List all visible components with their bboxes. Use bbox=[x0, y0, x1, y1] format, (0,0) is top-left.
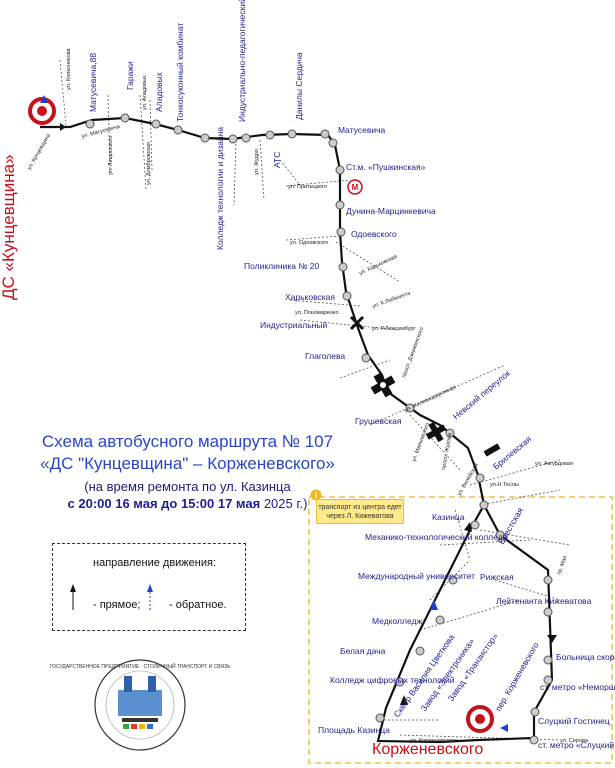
terminal-end-icon bbox=[466, 705, 494, 733]
route-line bbox=[40, 116, 554, 744]
info-icon bbox=[310, 489, 322, 501]
svg-text:M: M bbox=[352, 183, 359, 192]
legend-heading: направление движения: bbox=[93, 557, 217, 569]
info-icon-glyph: i bbox=[315, 491, 317, 500]
logo-icon bbox=[94, 659, 186, 751]
street-lines bbox=[59, 59, 571, 741]
detour-note: транспорт из центра едет через Л. Кижева… bbox=[316, 499, 404, 524]
legend-reverse: - обратное. bbox=[169, 599, 227, 611]
map-dates: с 20:00 16 мая до 15:00 17 мая 2025 г.) bbox=[67, 496, 308, 511]
metro-icon: M bbox=[347, 179, 363, 195]
legend-arrows bbox=[70, 584, 153, 610]
legend-forward: - прямое; bbox=[93, 599, 141, 611]
direction-arrows bbox=[60, 123, 557, 705]
stop-markers bbox=[85, 113, 553, 745]
detour-zone bbox=[308, 496, 613, 764]
junction-icons bbox=[349, 315, 501, 457]
legend: направление движения: - прямое; - обратн… bbox=[52, 543, 246, 631]
map-title-line2: «ДС "Кунцевщина" – Корженевского» bbox=[40, 454, 335, 473]
map-subtitle: (на время ремонта по ул. Казинца bbox=[84, 479, 291, 494]
reverse-arrows bbox=[40, 95, 508, 732]
map-title-line1: Схема автобусного маршрута № 107 bbox=[41, 432, 334, 451]
